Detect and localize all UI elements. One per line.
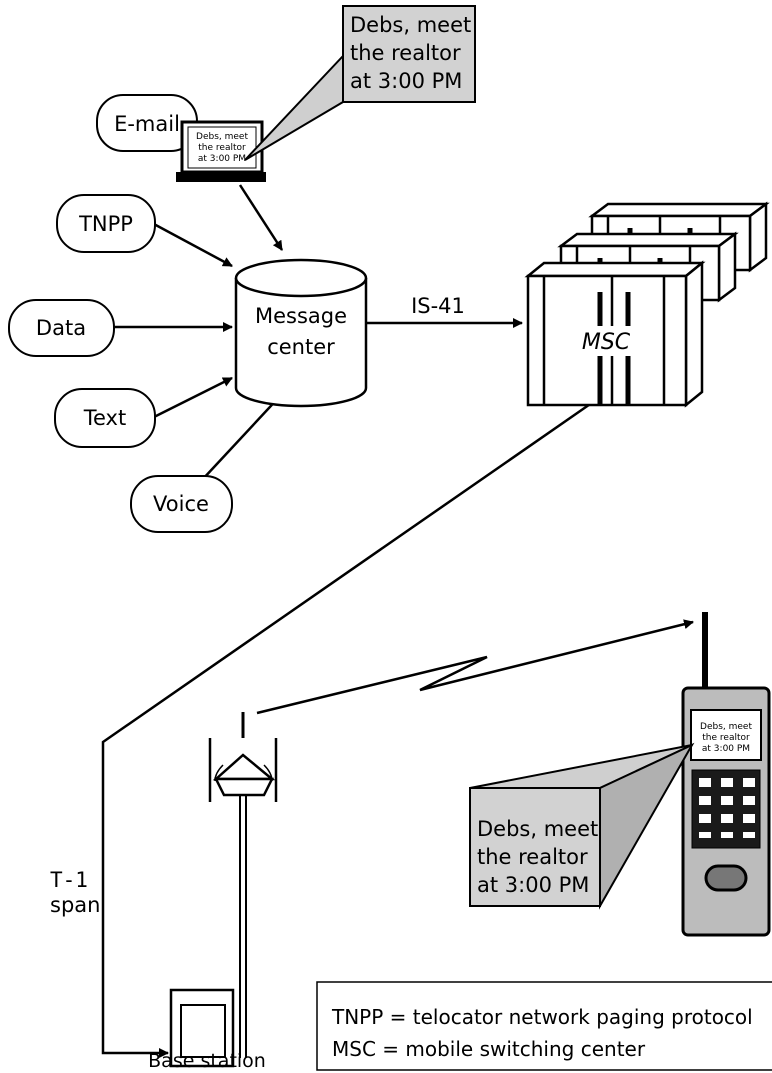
- laptop-callout-line-3: at 3:00 PM: [350, 69, 462, 93]
- pager-screen-line-2: the realtor: [702, 733, 750, 743]
- voice-source: Voice: [130, 475, 233, 533]
- is41-label: IS-41: [411, 294, 465, 318]
- voice-label: Voice: [153, 492, 209, 516]
- arrow-text-to-center: [151, 376, 233, 420]
- base-station-label: Base station: [148, 1050, 266, 1072]
- pager-callout-line-2: the realtor: [477, 845, 588, 869]
- t1-span-label-2: span: [50, 893, 100, 917]
- data-box: [8, 299, 115, 357]
- pager-device: Debs, meet the realtor at 3:00 PM: [681, 612, 771, 937]
- base-station-cabinet: [169, 988, 235, 1068]
- message-center-label-2: center: [267, 335, 335, 359]
- t1-span-label-1: T-1: [50, 868, 88, 892]
- laptop-callout-line-1: Debs, meet: [350, 13, 471, 37]
- text-source: Text: [54, 388, 156, 448]
- t1-span-line: [101, 398, 597, 1058]
- arrow-voice-to-center: [201, 393, 283, 481]
- text-box: [54, 388, 156, 448]
- text-label: Text: [83, 406, 126, 430]
- laptop-screen-line-3: at 3:00 PM: [198, 154, 246, 164]
- arrow-laptop-to-center: [238, 184, 284, 251]
- laptop-screen-line-2: the realtor: [198, 143, 246, 153]
- pager-screen-line-3: at 3:00 PM: [702, 744, 750, 754]
- email-label: E-mail: [114, 112, 180, 136]
- legend-line-2: MSC = mobile switching center: [332, 1037, 646, 1061]
- data-source: Data: [8, 299, 115, 357]
- message-center-cylinder: Message center: [234, 258, 368, 408]
- legend-box: TNPP = telocator network paging protocol…: [316, 981, 772, 1071]
- pager-button: [704, 864, 748, 892]
- laptop-callout: Debs, meet the realtor at 3:00 PM: [244, 5, 476, 161]
- laptop-screen-line-1: Debs, meet: [196, 132, 248, 142]
- tnpp-box: [56, 194, 156, 253]
- pager-callout-line-3: at 3:00 PM: [477, 873, 589, 897]
- msc-label: MSC: [582, 330, 631, 355]
- tnpp-label: TNPP: [78, 212, 133, 236]
- connector-arrows: [101, 184, 694, 1058]
- message-center-label-1: Message: [255, 304, 347, 328]
- data-label: Data: [36, 316, 86, 340]
- voice-box: [130, 475, 233, 533]
- pager-callout-line-1: Debs, meet: [477, 817, 598, 841]
- laptop-callout-line-2: the realtor: [350, 41, 461, 65]
- antenna-tower-icon: [208, 712, 278, 1058]
- pager-screen-line-1: Debs, meet: [700, 722, 752, 732]
- legend-line-1: TNPP = telocator network paging protocol: [331, 1005, 753, 1029]
- pager-callout: Debs, meet the realtor at 3:00 PM: [469, 742, 695, 910]
- radio-link-zigzag: [256, 619, 694, 715]
- tnpp-source: TNPP: [56, 194, 156, 253]
- arrow-tnpp-to-center: [151, 221, 233, 268]
